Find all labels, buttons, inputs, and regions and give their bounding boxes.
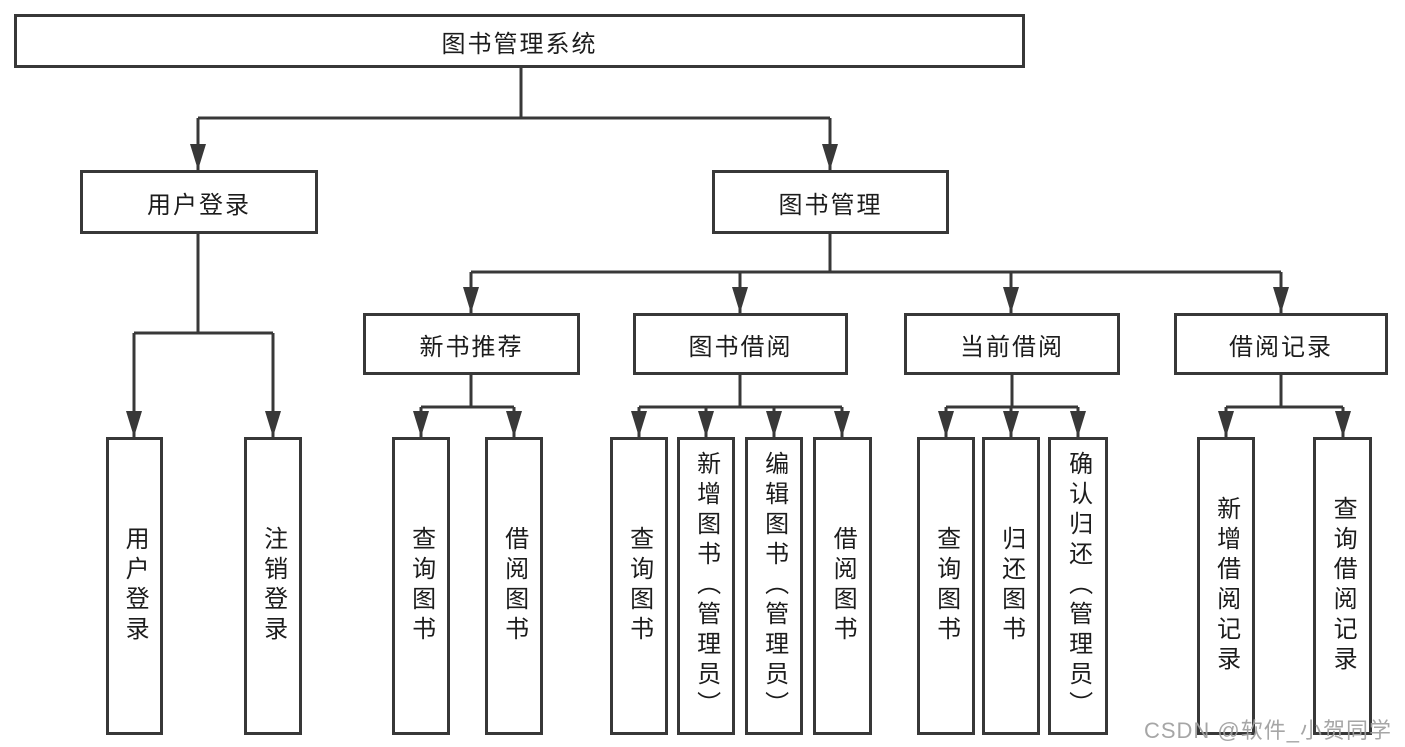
watermark: CSDN @软件_小贺同学 xyxy=(1143,718,1392,743)
arrow-heads xyxy=(126,144,1351,437)
node-borrowing-records-label: 借阅记录 xyxy=(1229,333,1333,361)
node-current-borrowing-label: 当前借阅 xyxy=(960,333,1064,361)
node-root: 图书管理系统 xyxy=(14,14,1025,68)
leaf-newrec-query-books-label: 查询图书 xyxy=(407,526,435,646)
leaf-user-login-label: 用户登录 xyxy=(121,526,149,646)
leaf-user-login: 用户登录 xyxy=(106,437,163,735)
leaf-current-query-books: 查询图书 xyxy=(917,437,975,735)
node-book-management-label: 图书管理 xyxy=(778,191,883,219)
leaf-current-query-books-label: 查询图书 xyxy=(932,526,960,646)
leaf-logout: 注销登录 xyxy=(244,437,302,735)
leaf-borrow-add-books-admin: 新增图书（管理员） xyxy=(677,437,735,735)
leaf-newrec-query-books: 查询图书 xyxy=(392,437,450,735)
leaf-records-add-record: 新增借阅记录 xyxy=(1197,437,1255,735)
node-new-book-recommend: 新书推荐 xyxy=(363,313,580,375)
node-new-book-recommend-label: 新书推荐 xyxy=(419,333,524,361)
leaf-current-confirm-return-admin-label: 确认归还（管理员） xyxy=(1064,451,1092,721)
node-root-label: 图书管理系统 xyxy=(441,30,598,58)
leaf-borrow-add-books-admin-label: 新增图书（管理员） xyxy=(692,451,720,721)
leaf-current-return-books-label: 归还图书 xyxy=(997,526,1025,646)
leaf-current-confirm-return-admin: 确认归还（管理员） xyxy=(1048,437,1108,735)
node-user-login: 用户登录 xyxy=(80,170,318,234)
node-current-borrowing: 当前借阅 xyxy=(904,313,1120,375)
leaf-borrow-borrow-books: 借阅图书 xyxy=(813,437,872,735)
leaf-records-query-record-label: 查询借阅记录 xyxy=(1329,496,1357,676)
leaf-borrow-query-books: 查询图书 xyxy=(610,437,668,735)
leaf-borrow-query-books-label: 查询图书 xyxy=(625,526,653,646)
leaf-records-add-record-label: 新增借阅记录 xyxy=(1212,496,1240,676)
leaf-borrow-edit-books-admin-label: 编辑图书（管理员） xyxy=(760,451,788,721)
leaf-current-return-books: 归还图书 xyxy=(982,437,1040,735)
leaf-newrec-borrow-books-label: 借阅图书 xyxy=(500,526,528,646)
node-book-borrowing: 图书借阅 xyxy=(633,313,848,375)
leaf-borrow-borrow-books-label: 借阅图书 xyxy=(829,526,857,646)
leaf-logout-label: 注销登录 xyxy=(259,526,287,646)
node-user-login-label: 用户登录 xyxy=(147,191,251,219)
leaf-borrow-edit-books-admin: 编辑图书（管理员） xyxy=(745,437,803,735)
connector-lines xyxy=(132,68,1345,437)
leaf-newrec-borrow-books: 借阅图书 xyxy=(485,437,543,735)
node-book-management: 图书管理 xyxy=(712,170,949,234)
leaf-records-query-record: 查询借阅记录 xyxy=(1313,437,1372,735)
node-book-borrowing-label: 图书借阅 xyxy=(688,333,793,361)
node-borrowing-records: 借阅记录 xyxy=(1174,313,1388,375)
